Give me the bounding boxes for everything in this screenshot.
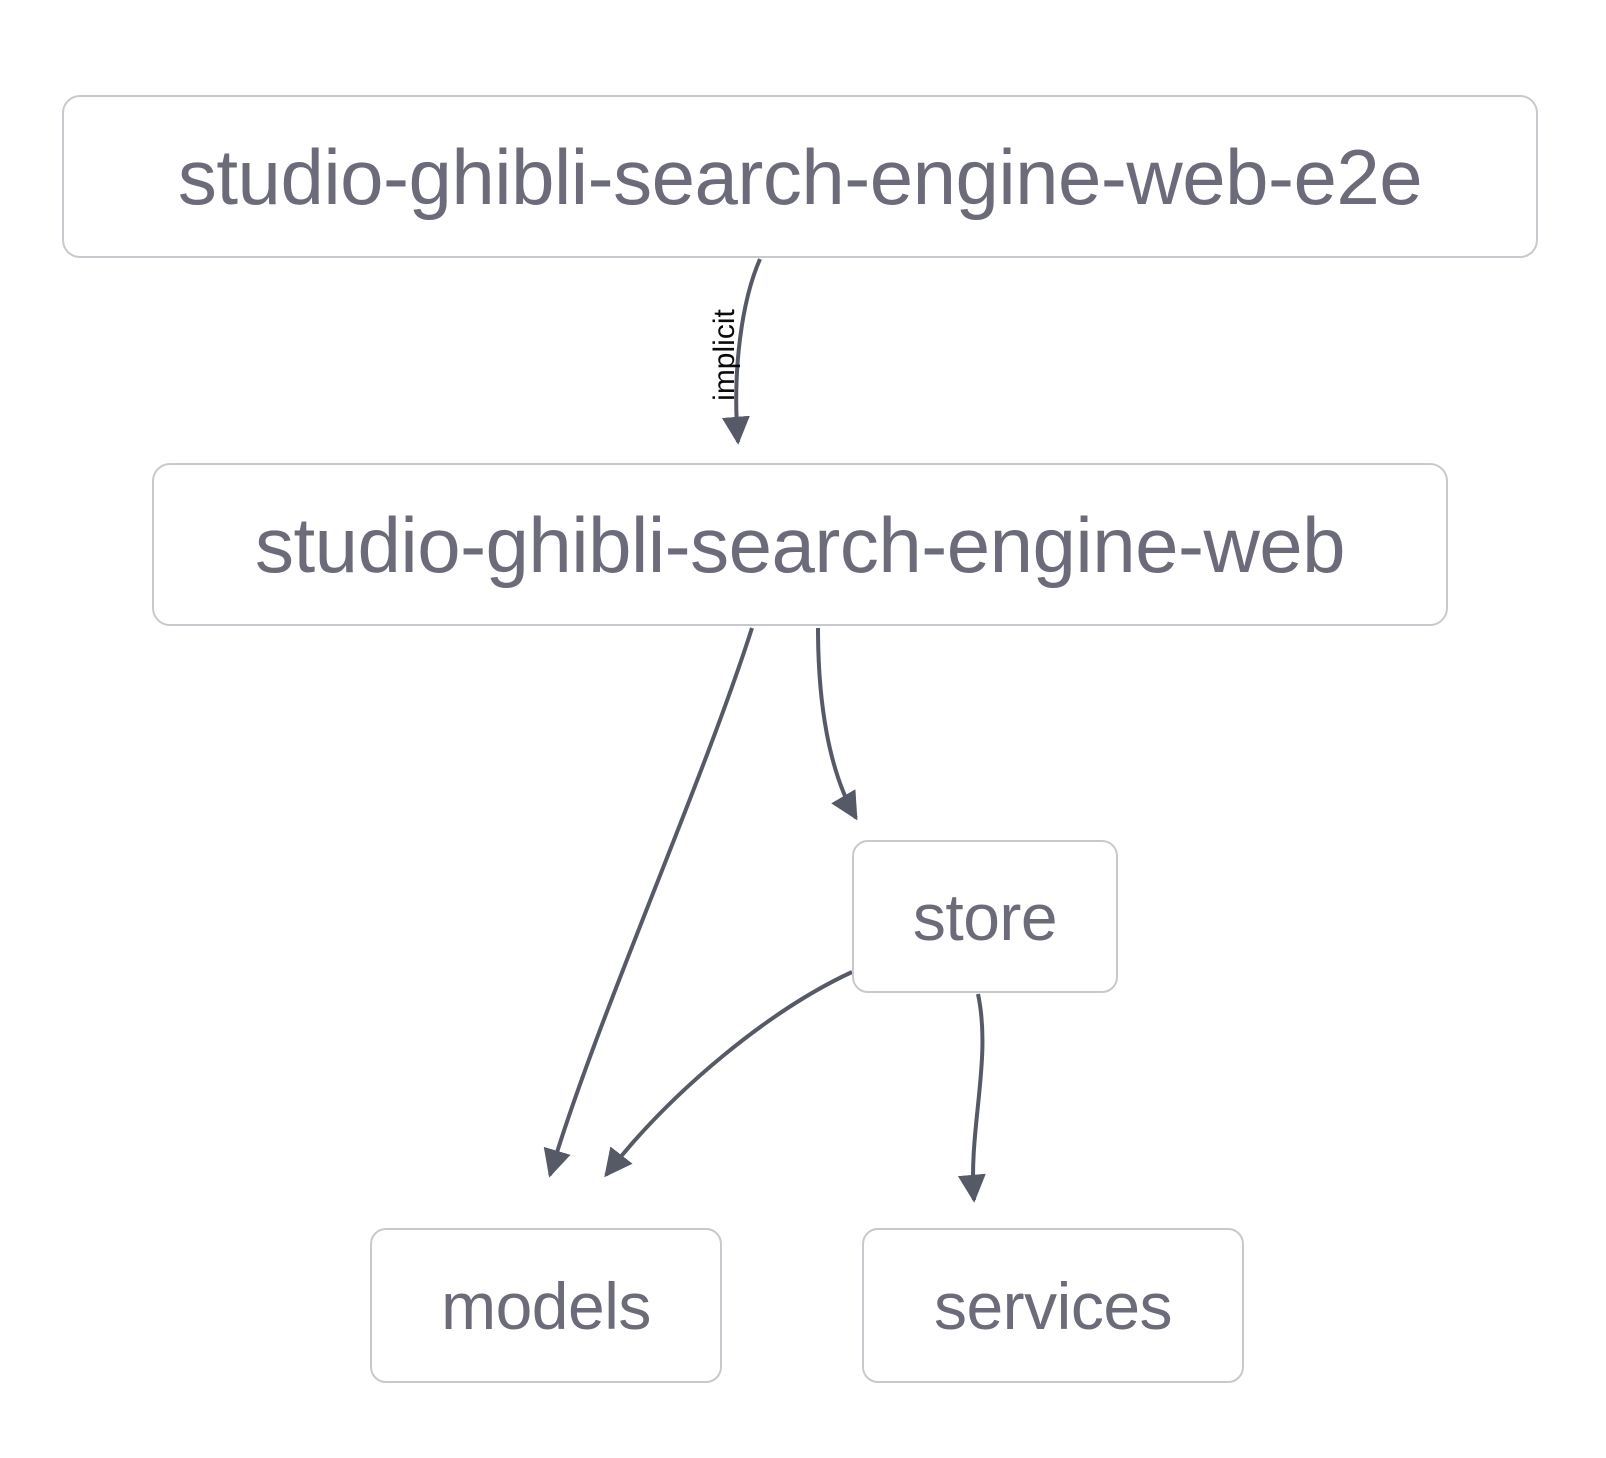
edge-label-implicit: implicit — [708, 309, 741, 401]
node-label: store — [912, 879, 1058, 954]
edge-web-to-models — [543, 627, 754, 1178]
node-services[interactable]: services — [862, 1228, 1244, 1383]
node-label: studio-ghibli-search-engine-web-e2e — [177, 132, 1423, 221]
node-label: services — [933, 1268, 1173, 1343]
node-studio-ghibli-search-engine-web[interactable]: studio-ghibli-search-engine-web — [152, 463, 1448, 626]
node-store[interactable]: store — [852, 840, 1118, 993]
edge-web-to-store — [816, 627, 858, 821]
edge-store-to-models — [604, 970, 853, 1178]
edge-store-to-services — [957, 993, 986, 1203]
node-label: studio-ghibli-search-engine-web — [254, 500, 1346, 589]
node-label: models — [441, 1268, 651, 1343]
node-studio-ghibli-search-engine-web-e2e[interactable]: studio-ghibli-search-engine-web-e2e — [62, 95, 1538, 258]
node-models[interactable]: models — [370, 1228, 722, 1383]
